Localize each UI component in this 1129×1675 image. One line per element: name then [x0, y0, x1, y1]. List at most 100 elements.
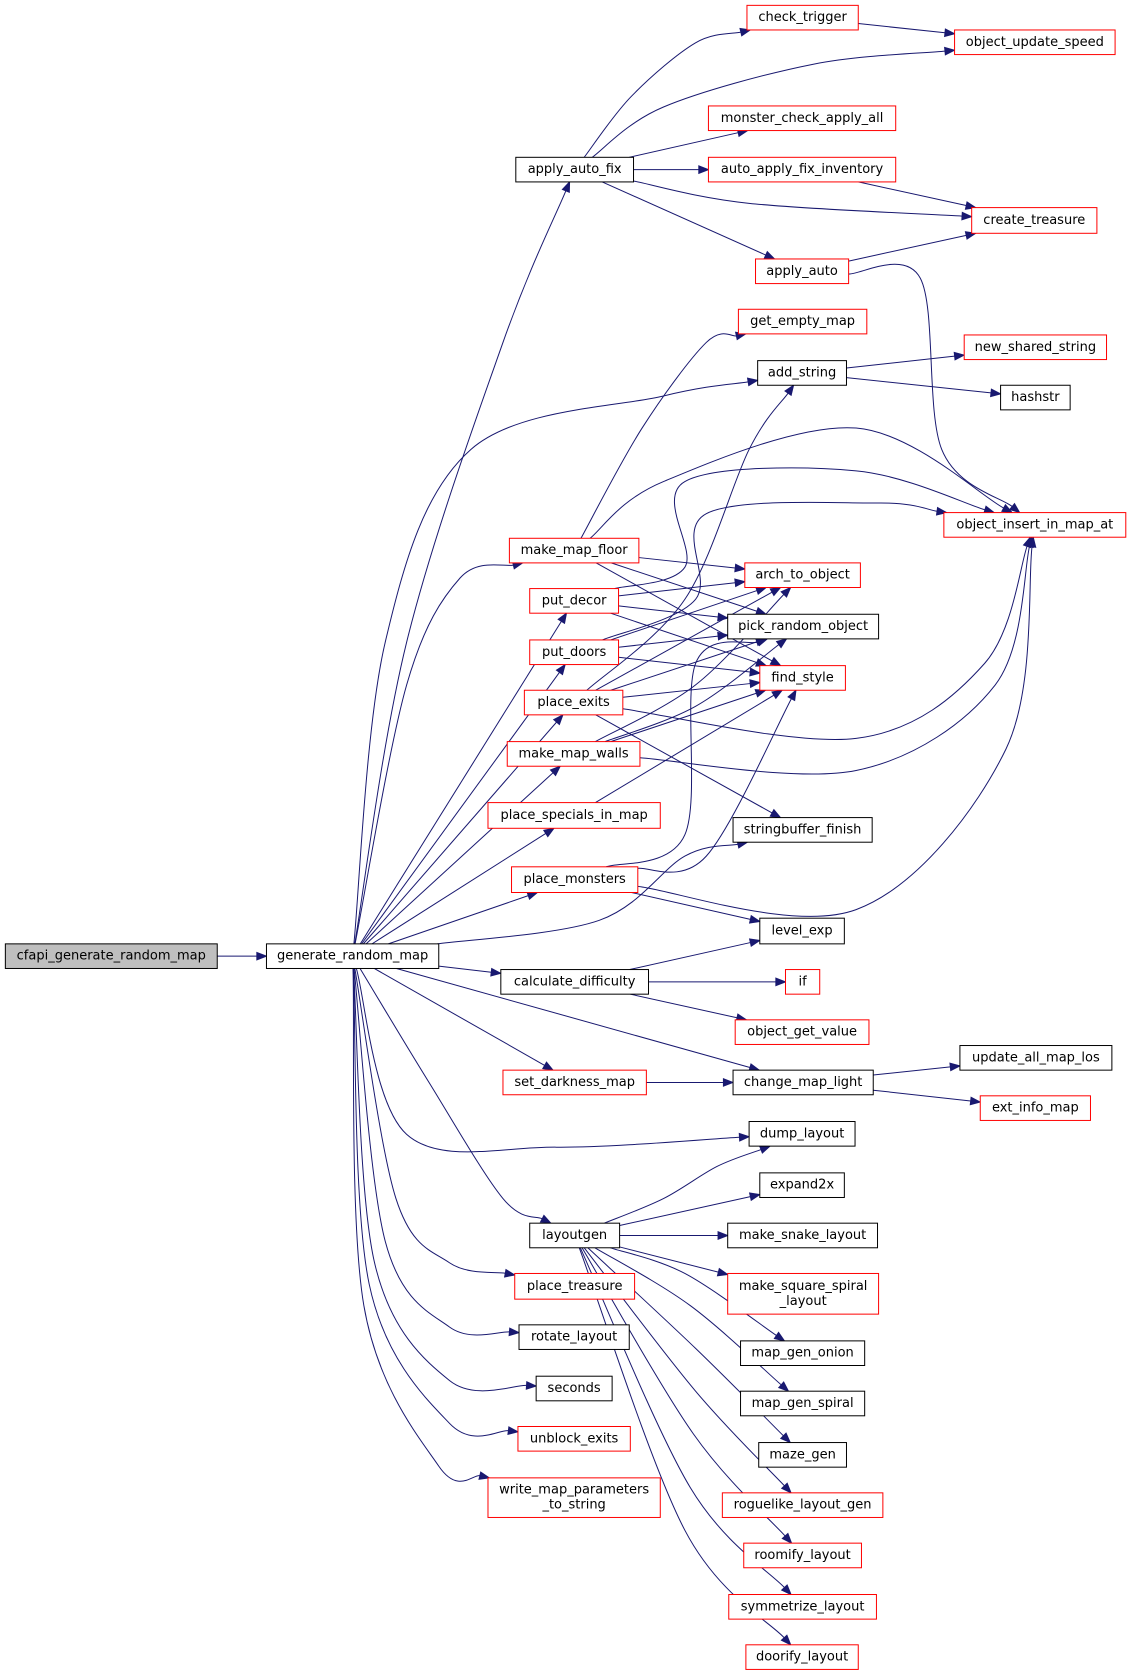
node-make_snake_layout[interactable]: make_snake_layout [727, 1222, 879, 1249]
node-box[interactable] [759, 1172, 845, 1198]
node-box[interactable] [523, 689, 624, 716]
node-apply_auto[interactable]: apply_auto [755, 258, 850, 285]
node-box[interactable] [500, 969, 650, 995]
node-rotate_layout[interactable]: rotate_layout [518, 1324, 630, 1350]
node-box[interactable] [529, 588, 620, 614]
node-map_gen_spiral[interactable]: map_gen_spiral [740, 1390, 866, 1417]
node-box[interactable] [755, 258, 850, 285]
node-box[interactable] [732, 1069, 874, 1096]
node-pick_random_object[interactable]: pick_random_object [727, 613, 880, 640]
node-box[interactable] [744, 562, 861, 589]
node-box[interactable] [734, 1019, 870, 1045]
node-expand2x[interactable]: expand2x [759, 1172, 845, 1198]
node-box[interactable] [529, 639, 620, 666]
node-box[interactable] [506, 741, 641, 767]
node-box[interactable] [727, 1272, 880, 1315]
node-symmetrize_layout[interactable]: symmetrize_layout [728, 1594, 877, 1620]
node-box[interactable] [743, 1542, 862, 1569]
node-new_shared_string[interactable]: new_shared_string [963, 334, 1108, 361]
node-monster_check_apply_all[interactable]: monster_check_apply_all [707, 105, 897, 132]
node-box[interactable] [759, 917, 845, 945]
node-roguelike_layout_gen[interactable]: roguelike_layout_gen [721, 1492, 884, 1518]
node-box[interactable] [529, 1222, 621, 1249]
node-cfapi_generate_random_map[interactable]: cfapi_generate_random_map [4, 943, 218, 969]
node-box[interactable] [515, 156, 635, 183]
node-box[interactable] [740, 1390, 866, 1417]
node-box[interactable] [511, 866, 639, 893]
node-apply_auto_fix[interactable]: apply_auto_fix [515, 156, 635, 183]
node-object_insert_in_map_at[interactable]: object_insert_in_map_at [943, 512, 1127, 538]
node-box[interactable] [4, 943, 218, 969]
node-box[interactable] [971, 207, 1098, 234]
node-box[interactable] [748, 1121, 856, 1147]
node-box[interactable] [707, 156, 897, 183]
node-box[interactable] [979, 1095, 1091, 1121]
node-hashstr[interactable]: hashstr [1000, 384, 1071, 411]
node-box[interactable] [514, 1272, 636, 1300]
node-seconds[interactable]: seconds [535, 1375, 613, 1402]
node-box[interactable] [265, 943, 440, 969]
node-box[interactable] [746, 4, 859, 31]
node-box[interactable] [740, 1340, 866, 1367]
node-update_all_map_los[interactable]: update_all_map_los [959, 1045, 1113, 1071]
node-box[interactable] [707, 105, 897, 132]
node-box[interactable] [745, 1644, 859, 1670]
node-box[interactable] [518, 1324, 630, 1350]
node-box[interactable] [943, 512, 1127, 538]
node-box[interactable] [508, 537, 640, 564]
node-box[interactable] [959, 1045, 1113, 1071]
node-box[interactable] [487, 1477, 661, 1518]
node-box[interactable] [502, 1069, 647, 1096]
node-box[interactable] [728, 1594, 877, 1620]
node-doorify_layout[interactable]: doorify_layout [745, 1644, 859, 1670]
node-make_map_walls[interactable]: make_map_walls [506, 741, 641, 767]
node-put_decor[interactable]: put_decor [529, 588, 620, 614]
node-layoutgen[interactable]: layoutgen [529, 1222, 621, 1249]
node-auto_apply_fix_inventory[interactable]: auto_apply_fix_inventory [707, 156, 897, 183]
node-box[interactable] [727, 613, 880, 640]
node-box[interactable] [1000, 384, 1071, 411]
node-put_doors[interactable]: put_doors [529, 639, 620, 666]
node-box[interactable] [487, 802, 661, 829]
node-object_get_value[interactable]: object_get_value [734, 1019, 870, 1045]
node-maze_gen[interactable]: maze_gen [758, 1442, 847, 1468]
node-box[interactable] [963, 334, 1108, 361]
node-box[interactable] [737, 308, 868, 335]
node-object_update_speed[interactable]: object_update_speed [954, 29, 1116, 56]
node-ext_info_map[interactable]: ext_info_map [979, 1095, 1091, 1121]
node-box[interactable] [758, 1442, 847, 1468]
node-box[interactable] [517, 1425, 631, 1452]
node-if[interactable]: if [784, 969, 821, 995]
node-add_string[interactable]: add_string [757, 360, 847, 386]
node-place_monsters[interactable]: place_monsters [511, 866, 639, 893]
node-unblock_exits[interactable]: unblock_exits [517, 1425, 631, 1452]
node-box[interactable] [721, 1492, 884, 1518]
node-place_exits[interactable]: place_exits [523, 689, 624, 716]
node-box[interactable] [759, 665, 846, 691]
node-level_exp[interactable]: level_exp [759, 917, 845, 945]
node-dump_layout[interactable]: dump_layout [748, 1121, 856, 1147]
node-box[interactable] [954, 29, 1116, 56]
node-box[interactable] [757, 360, 847, 386]
node-box[interactable] [727, 1222, 879, 1249]
node-box[interactable] [784, 969, 821, 995]
node-place_treasure[interactable]: place_treasure [514, 1272, 636, 1300]
node-map_gen_onion[interactable]: map_gen_onion [740, 1340, 866, 1367]
node-get_empty_map[interactable]: get_empty_map [737, 308, 868, 335]
node-box[interactable] [732, 817, 873, 843]
node-calculate_difficulty[interactable]: calculate_difficulty [500, 969, 650, 995]
node-check_trigger[interactable]: check_trigger [746, 4, 859, 31]
node-change_map_light[interactable]: change_map_light [732, 1069, 874, 1096]
node-generate_random_map[interactable]: generate_random_map [265, 943, 440, 969]
node-roomify_layout[interactable]: roomify_layout [743, 1542, 862, 1569]
node-place_specials_in_map[interactable]: place_specials_in_map [487, 802, 661, 829]
node-box[interactable] [535, 1375, 613, 1402]
node-write_map_parameters_to_string[interactable]: write_map_parameters_to_string [487, 1477, 661, 1518]
node-arch_to_object[interactable]: arch_to_object [744, 562, 861, 589]
node-find_style[interactable]: find_style [759, 665, 846, 691]
node-make_square_spiral_layout[interactable]: make_square_spiral_layout [727, 1272, 880, 1315]
node-set_darkness_map[interactable]: set_darkness_map [502, 1069, 647, 1096]
node-create_treasure[interactable]: create_treasure [971, 207, 1098, 234]
node-make_map_floor[interactable]: make_map_floor [508, 537, 640, 564]
node-stringbuffer_finish[interactable]: stringbuffer_finish [732, 817, 873, 843]
